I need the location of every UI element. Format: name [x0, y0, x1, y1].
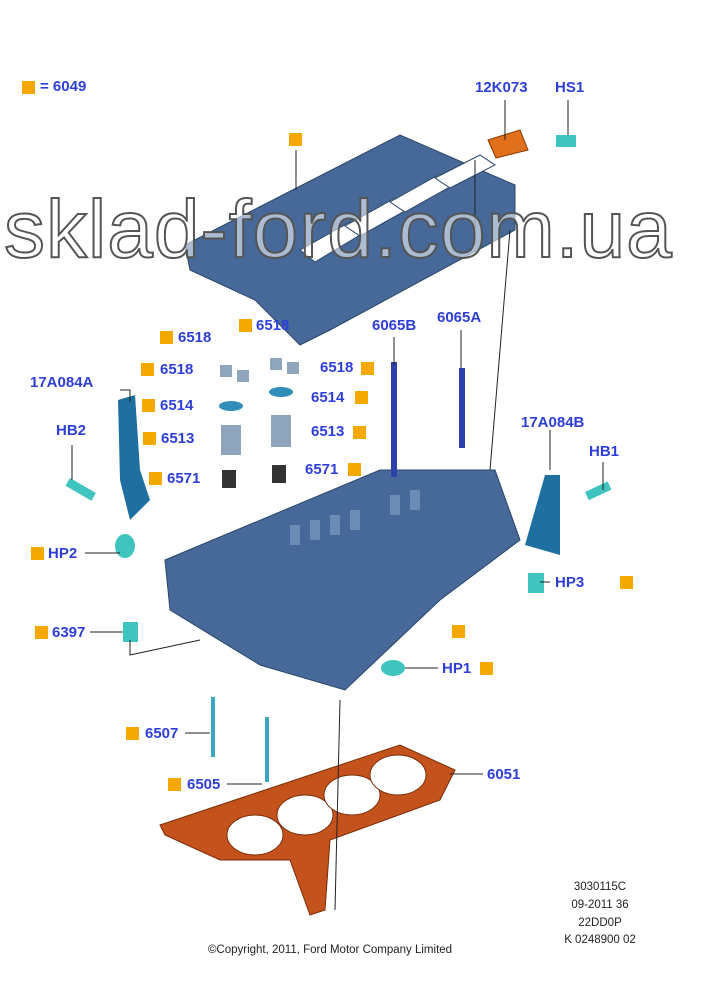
- label-17A084A[interactable]: 17A084A: [30, 374, 94, 391]
- label-6051[interactable]: 6051: [487, 766, 521, 783]
- marker: [480, 662, 493, 675]
- drawing-ref: K 0248900 02: [564, 934, 636, 946]
- label-HS1[interactable]: HS1: [555, 79, 585, 96]
- valve-6505: [265, 717, 269, 782]
- label-6518[interactable]: 6518: [178, 329, 212, 346]
- label-6513[interactable]: 6513: [161, 430, 195, 447]
- label-12K073[interactable]: 12K073: [475, 79, 528, 96]
- marker: [149, 472, 162, 485]
- label-6514[interactable]: 6514: [311, 389, 345, 406]
- legend-text: = 6049: [40, 78, 87, 95]
- bolt-6065A: [459, 368, 465, 448]
- plug-HP3: [528, 573, 544, 593]
- label-6571[interactable]: 6571: [305, 461, 339, 478]
- label-HB1[interactable]: HB1: [589, 443, 620, 460]
- label-6518[interactable]: 6518: [256, 317, 290, 334]
- valve-keepers-springs: [219, 358, 299, 488]
- marker: [168, 778, 181, 791]
- label-6065B[interactable]: 6065B: [372, 317, 417, 334]
- label-HP3[interactable]: HP3: [555, 574, 585, 591]
- marker: [239, 319, 252, 332]
- label-HB2[interactable]: HB2: [56, 422, 87, 439]
- cylinder-head: [164, 469, 521, 691]
- camshaft-carrier-openings: [299, 154, 496, 263]
- label-6505[interactable]: 6505: [187, 776, 221, 793]
- marker: [141, 363, 154, 376]
- drawing-code: 3030115C: [573, 881, 627, 893]
- marker: [620, 576, 633, 589]
- bolt-6065B: [391, 362, 397, 477]
- legend-marker: [22, 81, 35, 94]
- marker: [353, 426, 366, 439]
- marker: [142, 399, 155, 412]
- marker: [361, 362, 374, 375]
- marker: [143, 432, 156, 445]
- label-HP1[interactable]: HP1: [442, 660, 472, 677]
- label-6518[interactable]: 6518: [160, 361, 194, 378]
- label-6507[interactable]: 6507: [145, 725, 179, 742]
- drawing-variant: 22DD0P: [578, 917, 622, 929]
- marker: [348, 463, 361, 476]
- label-6571[interactable]: 6571: [167, 470, 201, 487]
- drawing-date: 09-2011 36: [571, 899, 629, 911]
- marker: [355, 391, 368, 404]
- bolt-HB2: [65, 478, 96, 501]
- plug-HP2: [115, 534, 135, 558]
- label-6514[interactable]: 6514: [160, 397, 194, 414]
- bracket-17A084B: [525, 475, 560, 555]
- bolt-HB1: [585, 481, 612, 501]
- marker-cylinder-head: [452, 625, 465, 638]
- marker: [126, 727, 139, 740]
- label-6065A[interactable]: 6065A: [437, 309, 482, 326]
- marker: [160, 331, 173, 344]
- part-12K073: [487, 129, 529, 159]
- plug-6397: [123, 622, 138, 642]
- label-17A084B[interactable]: 17A084B: [521, 414, 585, 431]
- bracket-17A084A: [118, 395, 150, 520]
- label-6397[interactable]: 6397: [52, 624, 86, 641]
- plug-HP1: [381, 660, 405, 676]
- marker-camshaft-carrier: [289, 133, 302, 146]
- bolt-HS1: [556, 135, 576, 147]
- marker: [31, 547, 44, 560]
- copyright: ©Copyright, 2011, Ford Motor Company Lim…: [207, 944, 453, 956]
- label-HP2[interactable]: HP2: [48, 545, 78, 562]
- valve-6507: [211, 697, 215, 757]
- label-6518[interactable]: 6518: [320, 359, 354, 376]
- valve-springs: [290, 490, 420, 545]
- watermark: sklad-ford.com.ua: [3, 184, 673, 276]
- marker: [35, 626, 48, 639]
- label-6513[interactable]: 6513: [311, 423, 345, 440]
- leader-lines: [71, 100, 604, 911]
